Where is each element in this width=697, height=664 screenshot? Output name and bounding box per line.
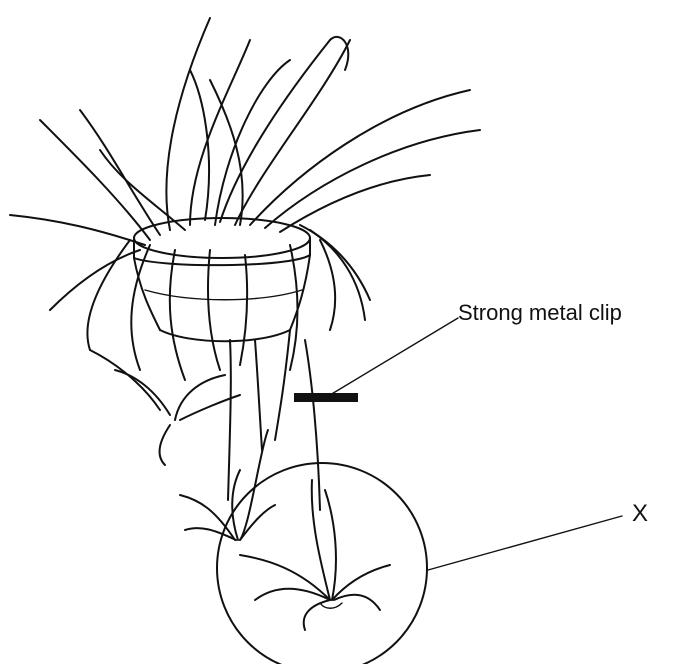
circled-plantlet <box>217 463 427 664</box>
flower-pot <box>134 218 310 341</box>
x-leader-line <box>428 516 622 570</box>
clip-leader-line <box>330 318 458 395</box>
plantlet-left <box>90 350 240 465</box>
parent-plant-leaves <box>10 18 480 310</box>
x-label: X <box>632 500 648 528</box>
drooping-leaves <box>87 225 370 380</box>
clip-label: Strong metal clip <box>458 300 622 326</box>
metal-clip <box>294 393 358 402</box>
